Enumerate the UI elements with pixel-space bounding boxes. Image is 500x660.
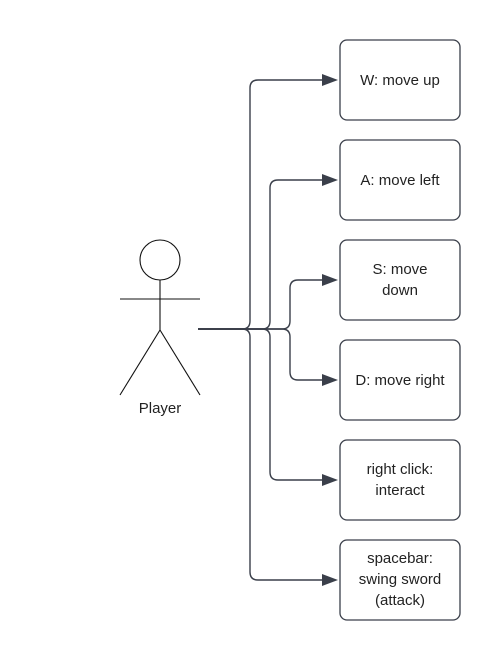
arrowhead-d (322, 374, 338, 386)
action-label-spacebar-line2: swing sword (359, 571, 442, 588)
connector-w (198, 79, 326, 330)
connector-spacebar (198, 328, 326, 581)
action-label-d: D: move right (355, 372, 445, 389)
action-d[interactable]: D: move right (339, 339, 461, 421)
action-label-right-click-line1: right click: (367, 461, 434, 478)
action-box-spacebar (339, 539, 461, 621)
action-label-a: A: move left (360, 172, 440, 189)
actor-head (139, 239, 181, 281)
action-a[interactable]: A: move left (339, 139, 461, 221)
connector-right-click (198, 328, 326, 481)
action-label-spacebar-line1: spacebar: (367, 550, 433, 567)
action-box-s (339, 239, 461, 321)
arrowhead-spacebar (322, 574, 338, 586)
action-box-a (339, 139, 461, 221)
connector-a (198, 179, 326, 330)
action-box-right-click (339, 439, 461, 521)
arrowhead-s (322, 274, 338, 286)
actor-left-leg (119, 329, 161, 396)
player-actor[interactable]: Player (119, 239, 201, 417)
arrowhead-w (322, 74, 338, 86)
action-label-spacebar-line3: (attack) (375, 592, 425, 609)
actor-label: Player (139, 400, 182, 417)
action-label-w: W: move up (360, 72, 440, 89)
connector-s (198, 279, 326, 330)
connector-d (198, 328, 326, 381)
arrowhead-a (322, 174, 338, 186)
action-w[interactable]: W: move up (339, 39, 461, 121)
actor-right-leg (159, 329, 201, 396)
connectors (198, 79, 326, 581)
action-s[interactable]: S: move down (339, 239, 461, 321)
action-box-d (339, 339, 461, 421)
arrowhead-right-click (322, 474, 338, 486)
action-spacebar[interactable]: spacebar: swing sword (attack) (339, 539, 461, 621)
action-box-w (339, 39, 461, 121)
action-label-right-click-line2: interact (375, 482, 425, 499)
action-label-s-line2: down (382, 282, 418, 299)
action-right-click[interactable]: right click: interact (339, 439, 461, 521)
action-label-s-line1: S: move (372, 261, 427, 278)
arrowheads (322, 74, 338, 586)
action-boxes: W: move up A: move left S: move down D: … (339, 39, 461, 621)
